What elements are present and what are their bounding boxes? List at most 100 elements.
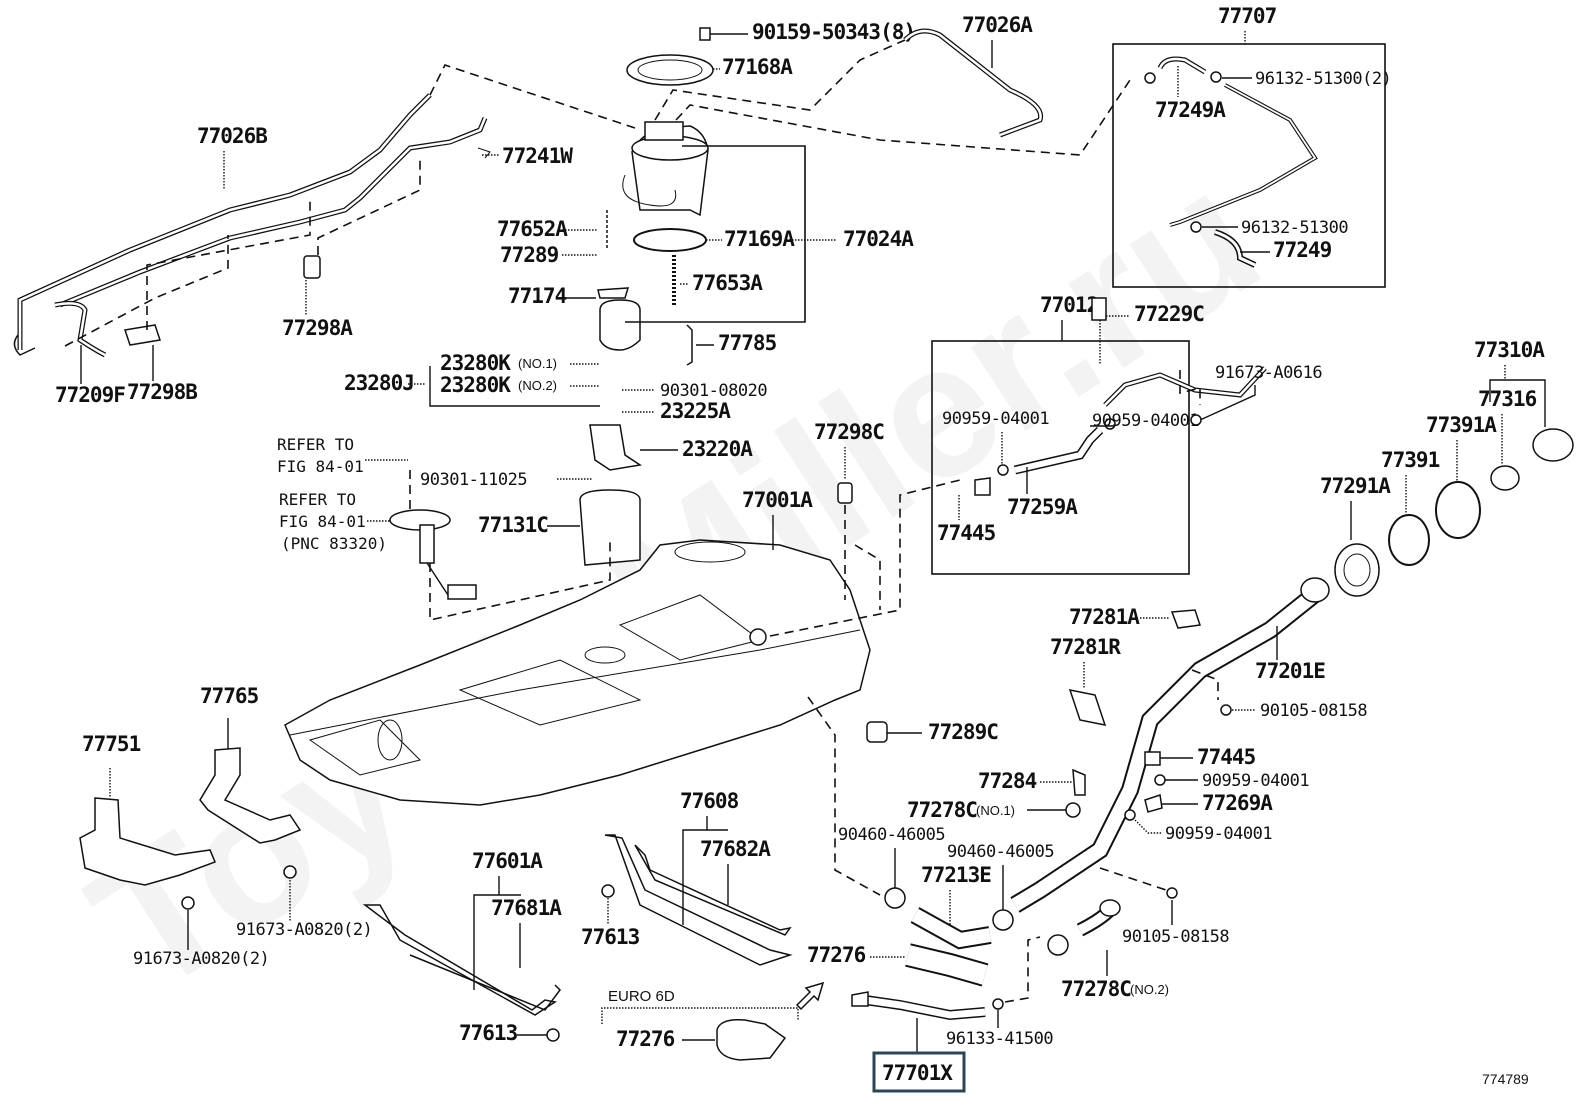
part-label-90105-08158-a[interactable]: 90105-08158 <box>1260 701 1368 721</box>
part-label-77174[interactable]: 77174 <box>508 284 568 308</box>
part-label-77289[interactable]: 77289 <box>500 243 560 267</box>
connector-line <box>146 200 311 330</box>
connector-line <box>675 79 1131 156</box>
part-label-77601A[interactable]: 77601A <box>472 849 544 873</box>
part-label-77298C[interactable]: 77298C <box>814 420 885 444</box>
part-label-77026A[interactable]: 77026A <box>962 13 1034 37</box>
part-label-77213E[interactable]: 77213E <box>921 863 992 887</box>
part-label-77785[interactable]: 77785 <box>718 331 778 355</box>
part-label-90159-50343[interactable]: 90159-50343(8) <box>752 20 916 44</box>
part-label-77765[interactable]: 77765 <box>200 684 260 708</box>
bolt-icon <box>1190 414 1202 426</box>
part-label-96132-51300[interactable]: 96132-51300 <box>1241 218 1349 238</box>
part-label-77653A[interactable]: 77653A <box>692 271 764 295</box>
variant-label-euro-6d: EURO 6D <box>608 988 675 1005</box>
part-label-77681A[interactable]: 77681A <box>491 896 563 920</box>
part-label-77613-a[interactable]: 77613 <box>581 925 641 949</box>
part-label-77278C-no2[interactable]: 77278C <box>1061 977 1132 1001</box>
refer-note-2-line2: FIG 84-01 <box>279 512 366 531</box>
part-label-77701X[interactable]: 77701X <box>882 1061 954 1085</box>
part-label-77284[interactable]: 77284 <box>978 769 1038 793</box>
figure-number: 774789 <box>1482 1071 1529 1087</box>
part-label-77445-box[interactable]: 77445 <box>937 521 997 545</box>
part-label-77249A[interactable]: 77249A <box>1155 98 1227 122</box>
part-label-77026B[interactable]: 77026B <box>197 124 268 148</box>
part-label-90959-04001-c[interactable]: 90959-04001 <box>1202 771 1310 791</box>
part-label-90959-04001-b[interactable]: 90959-04001 <box>1092 411 1200 431</box>
part-label-23225A[interactable]: 23225A <box>660 399 732 423</box>
part-label-77278C-no1[interactable]: 77278C <box>907 798 978 822</box>
part-label-77131C[interactable]: 77131C <box>478 513 549 537</box>
clip-icon <box>997 464 1009 476</box>
part-label-77281A[interactable]: 77281A <box>1069 605 1141 629</box>
fuel-sender-drawing <box>389 509 477 600</box>
part-label-91673-A0820-b[interactable]: 91673-A0820(2) <box>236 920 373 940</box>
part-label-77249[interactable]: 77249 <box>1273 238 1333 262</box>
part-label-91673-A0820-a[interactable]: 91673-A0820(2) <box>133 949 270 969</box>
connector-line <box>654 39 906 121</box>
part-note-77278C-no2: (NO.2) <box>1130 982 1169 997</box>
part-label-77168A[interactable]: 77168A <box>722 55 794 79</box>
part-label-77259A[interactable]: 77259A <box>1007 495 1079 519</box>
clip-icon <box>1144 72 1156 84</box>
bolt-icon <box>1166 887 1178 899</box>
part-note-no2: (NO.2) <box>518 378 557 393</box>
part-label-77281R[interactable]: 77281R <box>1050 635 1122 659</box>
part-label-77707[interactable]: 77707 <box>1218 4 1278 28</box>
part-label-77201E[interactable]: 77201E <box>1255 659 1326 683</box>
arrow-icon <box>795 981 825 1011</box>
part-label-96132-51300-2[interactable]: 96132-51300(2) <box>1255 69 1392 89</box>
bolt-icon <box>1220 704 1232 716</box>
part-label-23220A[interactable]: 23220A <box>682 437 754 461</box>
part-label-77391A[interactable]: 77391A <box>1426 413 1498 437</box>
part-label-77169A[interactable]: 77169A <box>724 227 796 251</box>
part-label-77652A[interactable]: 77652A <box>497 217 569 241</box>
part-label-77298B[interactable]: 77298B <box>127 380 198 404</box>
part-label-77276[interactable]: 77276 <box>807 943 867 967</box>
part-label-90105-08158-b[interactable]: 90105-08158 <box>1122 927 1230 947</box>
part-label-77269A[interactable]: 77269A <box>1202 791 1274 815</box>
part-label-90460-46005-b[interactable]: 90460-46005 <box>947 842 1055 862</box>
part-label-90301-11025[interactable]: 90301-11025 <box>420 470 528 490</box>
part-label-77608[interactable]: 77608 <box>680 789 740 813</box>
part-label-77391[interactable]: 77391 <box>1381 448 1441 472</box>
part-label-23280J[interactable]: 23280J <box>344 371 415 395</box>
part-label-77298A[interactable]: 77298A <box>282 316 354 340</box>
highlight-box-77701X <box>872 1051 966 1093</box>
part-label-90301-08020[interactable]: 90301-08020 <box>660 381 768 401</box>
fuel-line-77026B-drawing <box>13 93 491 358</box>
part-label-77024A[interactable]: 77024A <box>843 227 915 251</box>
part-label-77682A[interactable]: 77682A <box>700 837 772 861</box>
part-label-90959-04001-d[interactable]: 90959-04001 <box>1165 824 1273 844</box>
part-label-90460-46005-a[interactable]: 90460-46005 <box>838 825 946 845</box>
bolt-icon <box>546 1028 560 1042</box>
part-label-77001A[interactable]: 77001A <box>742 488 814 512</box>
connector-line <box>1004 936 1041 1003</box>
group-box-77707 <box>1112 43 1386 288</box>
part-label-91673-A0616[interactable]: 91673-A0616 <box>1215 363 1323 383</box>
bolt-icon <box>601 884 615 898</box>
part-label-77289C[interactable]: 77289C <box>928 720 999 744</box>
part-label-90959-04001-a[interactable]: 90959-04001 <box>942 409 1050 429</box>
part-label-77613-b[interactable]: 77613 <box>459 1021 519 1045</box>
connector-line <box>1099 867 1167 891</box>
part-label-77751[interactable]: 77751 <box>82 732 142 756</box>
part-label-77241W[interactable]: 77241W <box>502 144 574 168</box>
part-label-77316[interactable]: 77316 <box>1478 387 1538 411</box>
part-label-23280K-no2[interactable]: 23280K <box>440 373 512 397</box>
part-label-77012[interactable]: 77012 <box>1040 293 1099 317</box>
clamp-icon <box>884 887 906 909</box>
part-label-96133-41500[interactable]: 96133-41500 <box>946 1029 1054 1049</box>
part-label-77310A[interactable]: 77310A <box>1474 338 1546 362</box>
part-label-77209F[interactable]: 77209F <box>55 383 126 407</box>
part-label-77276-euro[interactable]: 77276 <box>616 1027 676 1051</box>
bracket-77751-drawing <box>79 797 216 886</box>
part-label-23280K-no1[interactable]: 23280K <box>440 351 512 375</box>
assembly-bracket-77024A <box>625 145 806 323</box>
connector-line <box>317 158 421 255</box>
part-label-77291A[interactable]: 77291A <box>1320 474 1392 498</box>
clip-icon <box>1210 71 1222 83</box>
part-label-77445[interactable]: 77445 <box>1197 745 1257 769</box>
part-label-77229C[interactable]: 77229C <box>1134 302 1205 326</box>
connector-line <box>854 544 881 610</box>
